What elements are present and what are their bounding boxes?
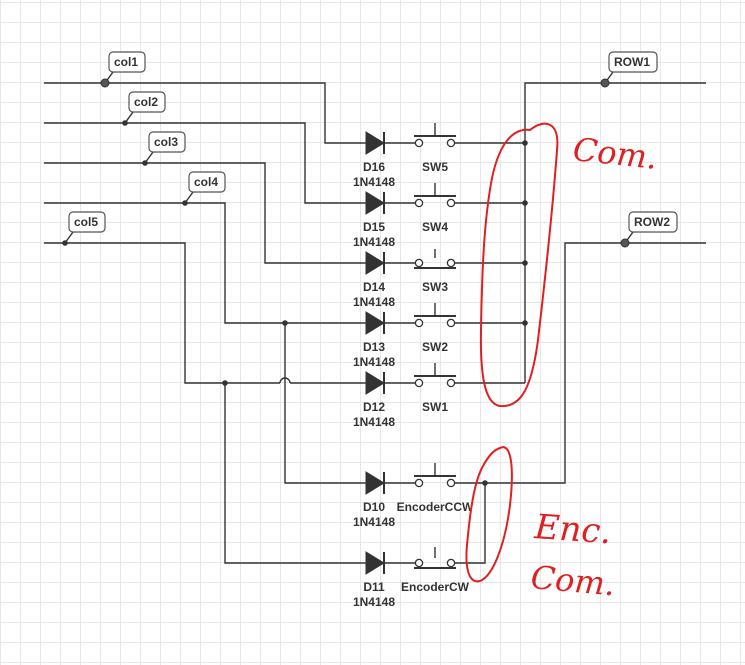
diode-ref-label: D10: [363, 500, 385, 514]
diode-d14[interactable]: [362, 251, 415, 275]
diode-part-label: 1N4148: [353, 595, 395, 609]
switch-label: SW2: [422, 340, 448, 354]
wire-col4-encoder-ccw: [284, 323, 362, 484]
switch-sw2[interactable]: [414, 303, 456, 328]
net-label-text: col4: [194, 175, 218, 189]
net-label-row2[interactable]: ROW2: [620, 211, 678, 248]
switch-sw3[interactable]: [414, 249, 456, 269]
wire-col4: [44, 202, 362, 324]
switch-sw5[interactable]: [414, 123, 456, 148]
wire-col2: [44, 122, 362, 204]
encoder-common-circle: [465, 446, 513, 583]
diode-part-label: 1N4148: [353, 515, 395, 529]
diode-ref-label: D12: [363, 400, 385, 414]
diode-d16[interactable]: [362, 131, 415, 155]
junction-dot: [482, 480, 488, 486]
switch-sw4[interactable]: [414, 183, 456, 208]
net-label-text: col3: [154, 135, 178, 149]
diode-d13[interactable]: [362, 311, 415, 335]
switch-label: EncoderCW: [401, 580, 470, 594]
row-wires: [455, 82, 706, 564]
diode-part-label: 1N4148: [353, 415, 395, 429]
component-labels: D16 1N4148 SW5 D15 1N4148 SW4 D14 1N4148…: [353, 160, 474, 609]
net-label-text: ROW1: [614, 55, 650, 69]
wire-col1: [44, 82, 362, 144]
junction-dot: [282, 320, 288, 326]
net-label-col3[interactable]: col3: [142, 131, 186, 166]
diode-part-label: 1N4148: [353, 175, 395, 189]
switch-label: SW4: [422, 220, 448, 234]
net-label-col5[interactable]: col5: [62, 211, 106, 246]
switch-label: EncoderCCW: [397, 500, 474, 514]
wire-col5-encoder-cw: [224, 383, 362, 564]
annotation-com: Com.: [571, 130, 659, 177]
diode-part-label: 1N4148: [353, 235, 395, 249]
switch-label: SW3: [422, 280, 448, 294]
common-row-circle: [479, 122, 559, 408]
diode-ref-label: D13: [363, 340, 385, 354]
net-label-text: ROW2: [634, 215, 670, 229]
wire-row2-encoder-cw: [455, 483, 486, 564]
diode-ref-label: D16: [363, 160, 385, 174]
switch-label: SW5: [422, 160, 448, 174]
net-label-col4[interactable]: col4: [182, 171, 226, 206]
junction-dot: [522, 260, 528, 266]
net-label-col2[interactable]: col2: [122, 91, 166, 126]
annotation-enc: Enc.: [532, 507, 612, 552]
diode-ref-label: D14: [363, 280, 385, 294]
switches: [414, 123, 456, 569]
wire-row1: [524, 82, 706, 383]
switch-encoder-cw[interactable]: [414, 547, 456, 569]
net-label-text: col1: [114, 55, 138, 69]
junction-dot: [222, 380, 228, 386]
diodes: [362, 131, 415, 575]
diode-part-label: 1N4148: [353, 295, 395, 309]
net-label-row1[interactable]: ROW1: [600, 51, 658, 88]
switch-sw1[interactable]: [414, 363, 456, 388]
wire-row2: [455, 242, 706, 484]
wire-col3: [44, 162, 362, 264]
switch-encoder-ccw[interactable]: [414, 463, 456, 488]
junction-dots: [222, 140, 528, 486]
diode-d10[interactable]: [362, 471, 415, 495]
wire-col5: [44, 242, 280, 384]
junction-dot: [522, 320, 528, 326]
diode-ref-label: D11: [363, 580, 385, 594]
column-wires: [44, 82, 362, 564]
net-labels: col1 col2 col3 col4 col5: [62, 51, 678, 248]
junction-dot: [522, 200, 528, 206]
net-label-col1[interactable]: col1: [100, 51, 146, 88]
switch-label: SW1: [422, 400, 448, 414]
diode-part-label: 1N4148: [353, 355, 395, 369]
diode-d15[interactable]: [362, 191, 415, 215]
diode-ref-label: D15: [363, 220, 385, 234]
net-label-text: col5: [74, 215, 98, 229]
net-label-text: col2: [134, 95, 158, 109]
diode-d11[interactable]: [362, 551, 415, 575]
annotation-enc-com: Com.: [529, 558, 616, 603]
junction-dot: [522, 140, 528, 146]
handwritten-annotations: Com. Enc. Com.: [465, 122, 659, 603]
diode-d12[interactable]: [362, 371, 415, 395]
